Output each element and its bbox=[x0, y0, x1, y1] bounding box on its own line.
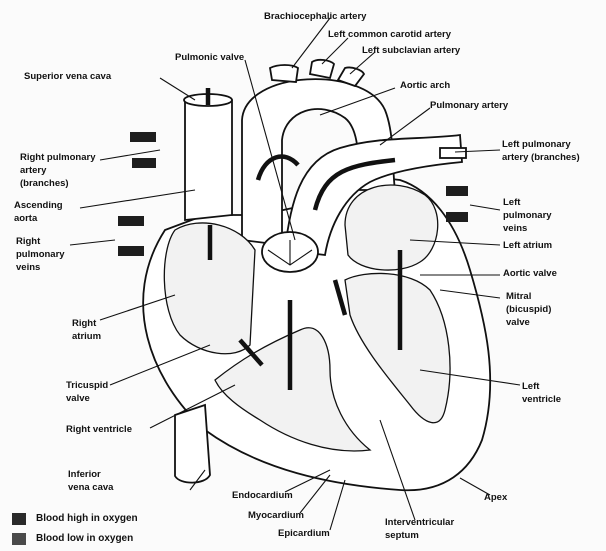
leader-right-pv bbox=[70, 240, 115, 245]
left-carotid-branch bbox=[310, 60, 334, 78]
label-inferior-vena-cava-2: vena cava bbox=[68, 482, 114, 493]
legend-swatch-high-oxygen bbox=[12, 513, 26, 525]
left-pa-branch-stub bbox=[440, 148, 466, 158]
label-left-pulmonary-veins-2: pulmonary bbox=[503, 210, 552, 221]
label-tricuspid-valve-2: valve bbox=[66, 393, 90, 404]
right-pa-branch-stub-2 bbox=[132, 158, 156, 168]
label-left-ventricle-1: Left bbox=[522, 381, 540, 392]
brachiocephalic-branch bbox=[270, 65, 298, 82]
label-left-atrium: Left atrium bbox=[503, 240, 552, 251]
label-ascending-aorta-2: aorta bbox=[14, 213, 38, 224]
label-left-pulmonary-artery-1: Left pulmonary bbox=[502, 139, 571, 150]
right-pv-stub-2 bbox=[118, 246, 144, 256]
leader-myocardium bbox=[300, 475, 330, 513]
label-mitral-valve-3: valve bbox=[506, 317, 530, 328]
legend-label-low-oxygen: Blood low in oxygen bbox=[36, 533, 133, 544]
label-right-atrium-2: atrium bbox=[72, 331, 101, 342]
label-right-pulmonary-artery-1: Right pulmonary bbox=[20, 152, 96, 163]
label-endocardium: Endocardium bbox=[232, 490, 293, 501]
legend-label-high-oxygen: Blood high in oxygen bbox=[36, 513, 138, 524]
label-aortic-arch: Aortic arch bbox=[400, 80, 450, 91]
label-left-common-carotid-artery: Left common carotid artery bbox=[328, 29, 452, 40]
label-mitral-valve-1: Mitral bbox=[506, 291, 531, 302]
leader-ascending-aorta bbox=[80, 190, 195, 208]
label-right-pulmonary-veins-1: Right bbox=[16, 236, 41, 247]
label-left-ventricle-2: ventricle bbox=[522, 394, 561, 405]
leader-epicardium bbox=[330, 480, 345, 530]
label-left-pulmonary-veins-3: veins bbox=[503, 223, 527, 234]
label-inferior-vena-cava-1: Inferior bbox=[68, 469, 101, 480]
label-pulmonic-valve: Pulmonic valve bbox=[175, 52, 244, 63]
superior-vena-cava-shape bbox=[185, 97, 232, 220]
left-pv-stub-1 bbox=[446, 186, 468, 196]
label-aortic-valve: Aortic valve bbox=[503, 268, 557, 279]
label-epicardium: Epicardium bbox=[278, 528, 330, 539]
label-interventricular-septum-2: septum bbox=[385, 530, 419, 541]
left-atrium-chamber bbox=[345, 185, 438, 270]
legend-swatch-low-oxygen bbox=[12, 533, 26, 545]
label-right-pulmonary-veins-2: pulmonary bbox=[16, 249, 65, 260]
label-tricuspid-valve-1: Tricuspid bbox=[66, 380, 108, 391]
label-right-pulmonary-artery-3: (branches) bbox=[20, 178, 69, 189]
leader-left-carotid bbox=[322, 38, 348, 64]
label-right-ventricle: Right ventricle bbox=[66, 424, 132, 435]
leader-left-pv bbox=[470, 205, 500, 210]
label-interventricular-septum-1: Interventricular bbox=[385, 517, 454, 528]
right-pv-stub-1 bbox=[118, 216, 144, 226]
label-mitral-valve-2: (bicuspid) bbox=[506, 304, 551, 315]
label-left-pulmonary-artery-2: artery (branches) bbox=[502, 152, 580, 163]
label-right-atrium-1: Right bbox=[72, 318, 97, 329]
label-brachiocephalic-artery: Brachiocephalic artery bbox=[264, 11, 367, 22]
leader-svc bbox=[160, 78, 195, 100]
right-pa-branch-stub-1 bbox=[130, 132, 156, 142]
label-pulmonary-artery: Pulmonary artery bbox=[430, 100, 509, 111]
label-right-pulmonary-veins-3: veins bbox=[16, 262, 40, 273]
label-superior-vena-cava: Superior vena cava bbox=[24, 71, 112, 82]
label-right-pulmonary-artery-2: artery bbox=[20, 165, 47, 176]
label-left-subclavian-artery: Left subclavian artery bbox=[362, 45, 461, 56]
label-myocardium: Myocardium bbox=[248, 510, 304, 521]
left-pv-stub-2 bbox=[446, 212, 468, 222]
label-ascending-aorta-1: Ascending bbox=[14, 200, 63, 211]
label-apex: Apex bbox=[484, 492, 508, 503]
label-left-pulmonary-veins-1: Left bbox=[503, 197, 521, 208]
